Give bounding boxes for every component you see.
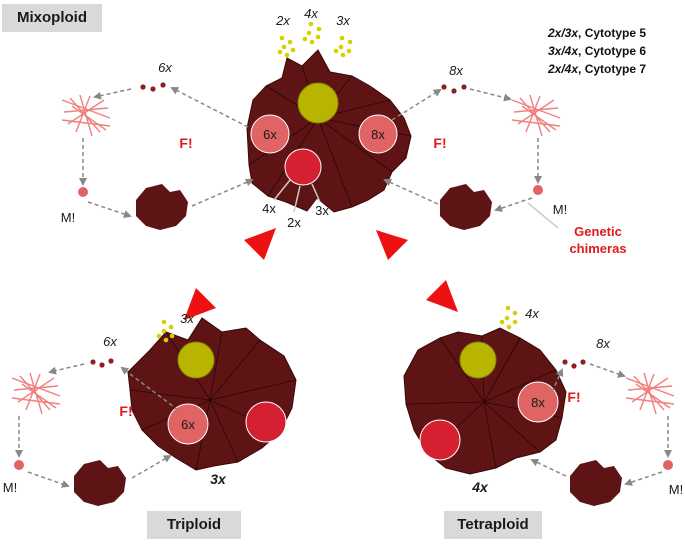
mixoploid-8x-sector-label: 8x bbox=[371, 127, 385, 142]
mixoploid-left-cycle bbox=[61, 82, 254, 230]
legend-item: 3x/4x, Cytotype 6 bbox=[548, 42, 683, 60]
red-double-arrow-right bbox=[376, 230, 458, 312]
tetraploid-pollen bbox=[499, 305, 518, 330]
triploid-tag: Triploid bbox=[147, 511, 241, 539]
legend-item: 2x/4x, Cytotype 7 bbox=[548, 60, 683, 78]
tetraploid-hair-icon bbox=[625, 372, 675, 415]
chimera-label-line2: chimeras bbox=[569, 241, 626, 256]
tetraploid-male: M! bbox=[669, 482, 683, 497]
legend-cytotype: , Cytotype 7 bbox=[578, 62, 647, 76]
mixoploid-spore-label-left: 6x bbox=[158, 60, 172, 75]
mixoploid-female-right: F! bbox=[433, 135, 446, 151]
triploid-spore-label: 6x bbox=[103, 334, 117, 349]
pollen-label-4x: 4x bbox=[304, 6, 318, 21]
triploid-female: F! bbox=[119, 403, 132, 419]
tetraploid-8x-sector-label: 8x bbox=[531, 395, 545, 410]
mixoploid-label-4x: 4x bbox=[262, 201, 276, 216]
mixoploid-tag: Mixoploid bbox=[2, 4, 102, 32]
cytotype-legend: 2x/3x, Cytotype 5 3x/4x, Cytotype 6 2x/4… bbox=[548, 24, 683, 78]
legend-ploidy: 3x/4x bbox=[548, 44, 579, 58]
legend-ploidy: 2x/3x bbox=[548, 26, 579, 40]
mixoploid-6x-sector-label: 6x bbox=[263, 127, 277, 142]
tetraploid-8x-sector bbox=[517, 381, 559, 423]
triploid-egg-cell bbox=[177, 341, 215, 379]
triploid-prothallus bbox=[127, 317, 297, 471]
mixoploid-pollen-2x bbox=[277, 35, 296, 58]
triploid-ploidy-label: 3x bbox=[210, 471, 227, 487]
legend-item: 2x/3x, Cytotype 5 bbox=[548, 24, 683, 42]
chimera-label-line1: Genetic bbox=[574, 224, 622, 239]
triploid-hair-icon bbox=[11, 372, 61, 415]
mixoploid-label-2x: 2x bbox=[287, 215, 301, 230]
tetraploid-tag: Tetraploid bbox=[444, 511, 542, 539]
legend-cytotype: , Cytotype 5 bbox=[578, 26, 647, 40]
mixoploid-pointer-lines bbox=[273, 179, 321, 213]
mixoploid-male-right: M! bbox=[553, 202, 567, 217]
mixoploid-egg-cell bbox=[297, 82, 339, 124]
tetraploid-pollen-label: 4x bbox=[525, 306, 539, 321]
mixoploid-right-cycle bbox=[383, 84, 561, 230]
triploid-pollen-label: 3x bbox=[180, 311, 194, 326]
mixoploid-male-left: M! bbox=[61, 210, 75, 225]
pollen-label-3x: 3x bbox=[336, 13, 350, 28]
mixoploid-red-sector bbox=[284, 148, 322, 186]
mixoploid-left-hair-icon bbox=[61, 94, 111, 137]
triploid-pollen bbox=[156, 319, 175, 343]
mixoploid-label-3x: 3x bbox=[315, 203, 329, 218]
legend-cytotype: , Cytotype 6 bbox=[578, 44, 647, 58]
red-double-arrow-left bbox=[184, 228, 276, 320]
tetraploid-egg-cell bbox=[459, 341, 497, 379]
legend-ploidy: 2x/4x bbox=[548, 62, 579, 76]
triploid-cycle bbox=[11, 358, 179, 506]
pollen-label-2x: 2x bbox=[275, 13, 290, 28]
mixoploid-pollen-4x bbox=[302, 21, 322, 45]
triploid-male: M! bbox=[3, 480, 17, 495]
mixoploid-right-hair-icon bbox=[511, 94, 561, 137]
triploid-6x-sector-label: 6x bbox=[181, 417, 195, 432]
mixoploid-6x-sector bbox=[250, 114, 290, 154]
triploid-6x-sector bbox=[167, 403, 209, 445]
tetraploid-red-sector bbox=[419, 419, 461, 461]
triploid-red-sector bbox=[245, 401, 287, 443]
tetraploid-female: F! bbox=[567, 389, 580, 405]
mixoploid-8x-sector bbox=[358, 114, 398, 154]
mixoploid-pollen-3x bbox=[333, 35, 353, 58]
tetraploid-ploidy-label: 4x bbox=[471, 479, 489, 495]
mixoploid-spore-label-right: 8x bbox=[449, 63, 463, 78]
tetraploid-spore-label: 8x bbox=[596, 336, 610, 351]
tetraploid-cycle bbox=[530, 359, 675, 506]
mixoploid-female-left: F! bbox=[179, 135, 192, 151]
